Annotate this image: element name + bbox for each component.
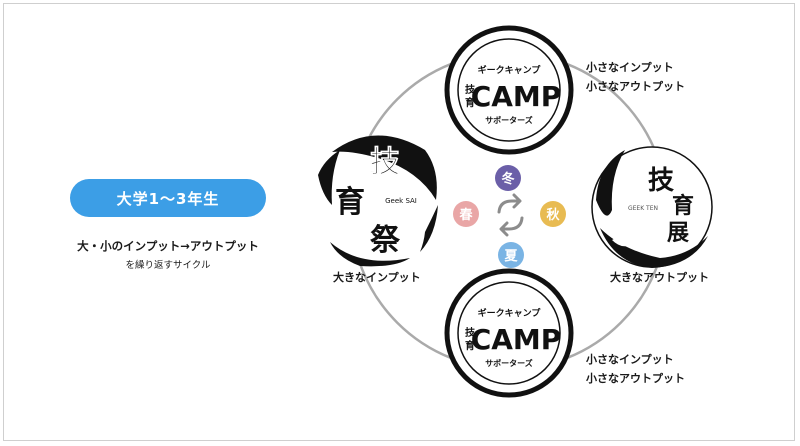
camp-bottom-word: CAMP <box>471 323 562 356</box>
season-autumn-label: 秋 <box>546 207 560 223</box>
sai-caption: 大きなインプット <box>333 271 421 284</box>
camp-bottom-caption-2: 小さなアウトプット <box>586 372 685 385</box>
geek-sai-logo: 技 育 祭 Geek SAI <box>311 135 439 267</box>
season-winter: 冬 <box>495 165 521 191</box>
cycle-description: 大・小のインプット→アウトプット <box>77 239 259 253</box>
camp-logo-bottom: ギークキャンプ 技 育 CAMP サポーターズ <box>444 268 574 398</box>
camp-top-word: CAMP <box>471 80 562 113</box>
camp-top-sub: サポーターズ <box>485 115 533 125</box>
ten-roman: GEEK TEN <box>628 205 658 212</box>
camp-top-caption-2: 小さなアウトプット <box>586 80 685 93</box>
camp-bottom-sub: サポーターズ <box>485 358 533 368</box>
camp-logo-top: ギークキャンプ 技 育 CAMP サポーターズ <box>444 25 574 155</box>
camp-bottom-caption: 小さなインプット 小さなアウトプット <box>586 350 685 388</box>
sai-kanji-2: 育 <box>335 185 365 220</box>
camp-bottom-kanji-1: 技 <box>465 326 476 339</box>
camp-bottom-kana: ギークキャンプ <box>478 307 542 319</box>
ten-kanji-1: 技 <box>648 166 674 196</box>
season-spring: 春 <box>453 201 479 227</box>
refresh-cycle-icon <box>497 193 524 237</box>
student-year-badge: 大学1〜3年生 <box>70 179 266 217</box>
season-summer: 夏 <box>498 242 524 268</box>
season-autumn: 秋 <box>540 201 566 227</box>
sai-kanji-1: 技 <box>370 145 400 180</box>
ten-caption: 大きなアウトプット <box>610 271 709 284</box>
season-winter-label: 冬 <box>501 171 514 187</box>
ten-kanji-2: 育 <box>672 193 694 219</box>
camp-top-kanji-1: 技 <box>465 83 476 96</box>
camp-top-caption: 小さなインプット 小さなアウトプット <box>586 58 685 96</box>
ten-kanji-3: 展 <box>667 220 689 246</box>
camp-top-kanji-2: 育 <box>465 96 475 109</box>
geek-ten-logo: 技 育 展 GEEK TEN <box>591 146 713 268</box>
camp-bottom-kanji-2: 育 <box>465 339 475 352</box>
sai-kanji-3: 祭 <box>370 223 401 258</box>
season-summer-label: 夏 <box>503 249 518 264</box>
camp-top-caption-1: 小さなインプット <box>586 61 674 74</box>
camp-top-kana: ギークキャンプ <box>478 64 542 76</box>
cycle-note: を繰り返すサイクル <box>125 260 211 271</box>
sai-roman: Geek SAI <box>385 197 417 205</box>
student-year-label: 大学1〜3年生 <box>116 189 220 208</box>
camp-bottom-caption-1: 小さなインプット <box>586 353 674 366</box>
season-spring-label: 春 <box>458 207 473 223</box>
